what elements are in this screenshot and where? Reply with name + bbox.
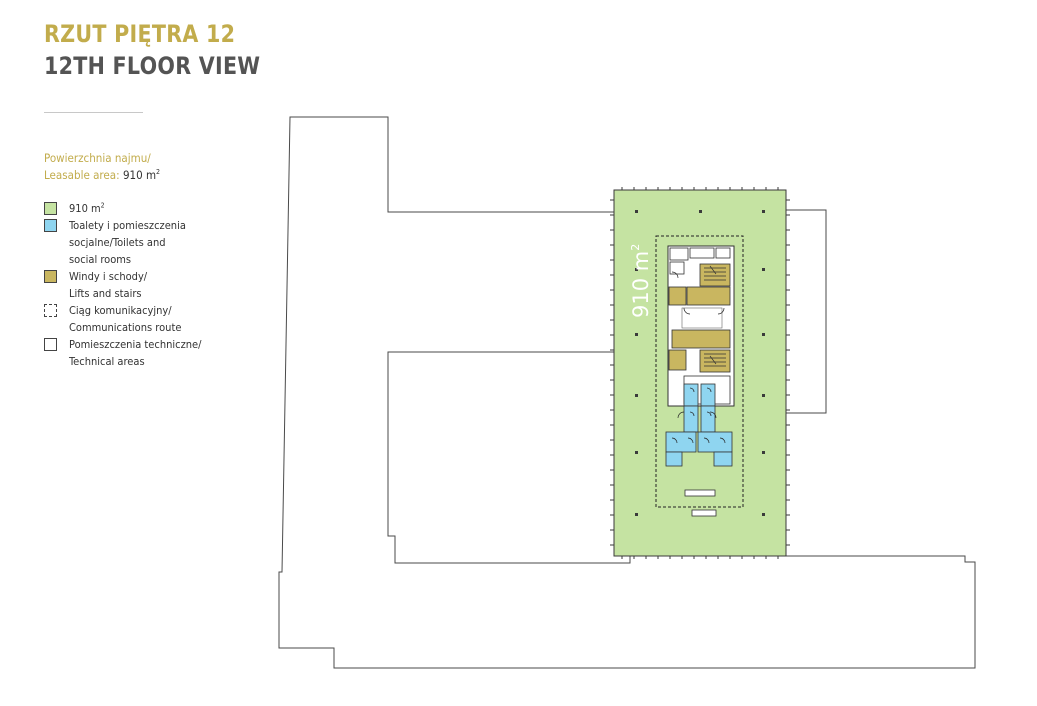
legend-item-toilets: Toalety i pomieszczenia socjalne/Toilets… [44, 217, 201, 268]
shaft-bottom-2 [691, 509, 717, 517]
legend-swatch-blue [44, 219, 57, 232]
divider [44, 112, 143, 113]
legend-swatch-gold [44, 270, 57, 283]
shaft-bottom [684, 489, 716, 497]
area-label-english: Leasable area: [44, 168, 120, 182]
legend-item-lifts: Windy i schody/ Lifts and stairs [44, 268, 201, 302]
floor-area-label: 910 m2 [629, 244, 653, 318]
legend: 910 m2 Toalety i pomieszczenia socjalne/… [44, 200, 201, 370]
structural-columns [635, 210, 765, 516]
area-value: 910 m2 [122, 168, 161, 182]
communications-route [655, 235, 744, 508]
lifts-and-stairs [668, 263, 731, 373]
legend-item-leasable: 910 m2 [44, 200, 201, 217]
area-label-polish: Powierzchnia najmu/ [44, 151, 151, 165]
title-english: 12TH FLOOR VIEW [44, 52, 261, 80]
legend-swatch-dashed [44, 304, 57, 317]
legend-swatch-green [44, 202, 57, 215]
toilets-and-social-rooms [665, 383, 733, 467]
facade-mullions [610, 187, 790, 559]
legend-item-technical: Pomieszczenia techniczne/ Technical area… [44, 336, 201, 370]
legend-item-route: Ciąg komunikacyjny/ Communications route [44, 302, 201, 336]
leasable-area-info: Powierzchnia najmu/ Leasable area: 910 m… [44, 150, 160, 184]
east-annex [785, 209, 827, 414]
title-polish: RZUT PIĘTRA 12 [44, 20, 236, 48]
legend-swatch-white [44, 338, 57, 351]
